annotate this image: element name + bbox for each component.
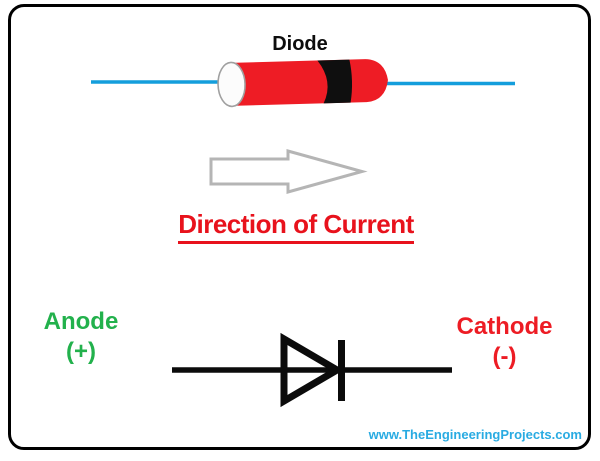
cathode-band: [317, 59, 353, 104]
diode-body: [230, 59, 388, 106]
direction-of-current-label: Direction of Current: [146, 209, 446, 245]
anode-text: Anode: [43, 308, 119, 335]
watermark-link[interactable]: www.TheEngineeringProjects.com: [368, 427, 582, 442]
symbol-triangle: [280, 332, 344, 408]
diode-title: Diode: [272, 33, 328, 55]
cathode-text: Cathode: [456, 313, 553, 340]
anode-label: Anode (+): [21, 307, 141, 367]
direction-arrow-icon: [209, 149, 368, 194]
anode-sign: (+): [66, 338, 96, 365]
cathode-label: Cathode (-): [442, 312, 567, 372]
direction-of-current-text: Direction of Current: [178, 209, 414, 245]
diode-body-group: [217, 59, 388, 108]
cathode-sign: (-): [492, 343, 517, 370]
diode-end-cap: [217, 61, 246, 108]
